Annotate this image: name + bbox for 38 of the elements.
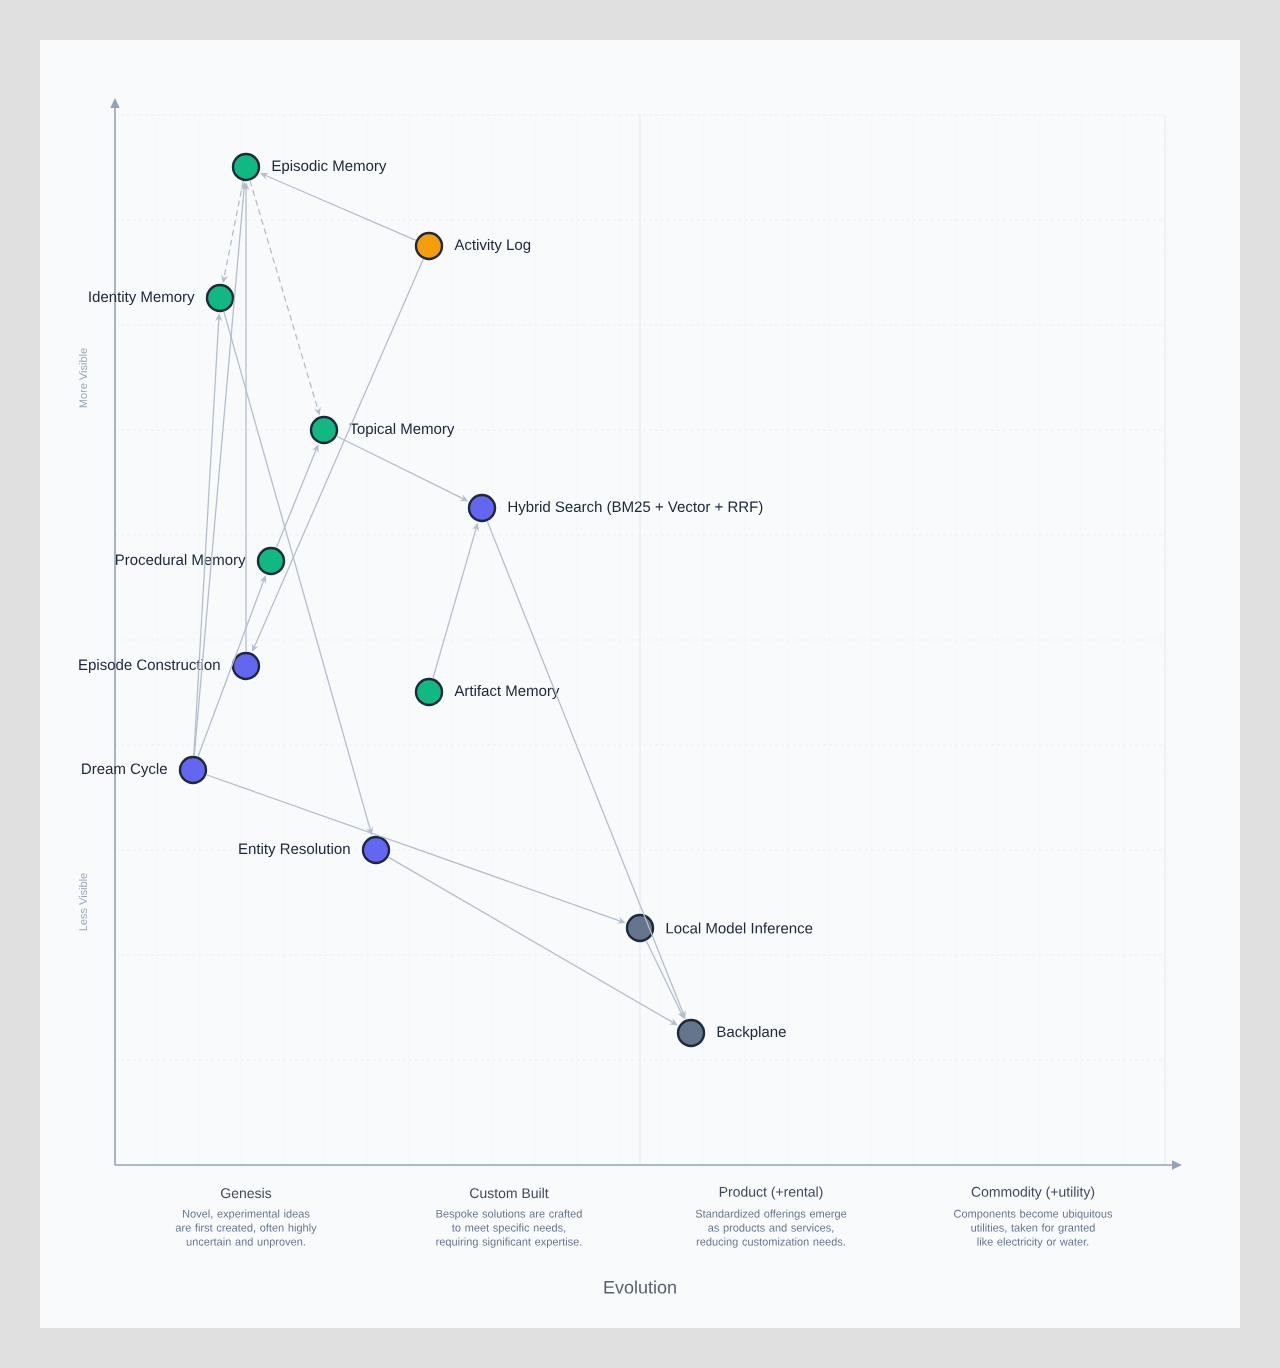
arrow: [486, 520, 686, 1019]
arrow: [387, 856, 678, 1026]
axis-label: More Visible: [78, 348, 88, 408]
node-label: Hybrid Search (BM25 + Vector + RRF): [508, 501, 763, 515]
node-label: Local Model Inference: [666, 922, 813, 934]
stage-description: Components become ubiquitous utilities, taken for granted like electricity or water.: [954, 1209, 1113, 1248]
node-label: Entity Resolution: [239, 843, 350, 857]
axis-title: Evolution: [604, 1280, 676, 1294]
component-node: Hybrid Search (BM25 + Vector + RRF): [467, 493, 763, 523]
stage-heading: Genesis: [221, 1187, 272, 1199]
node-label: Dream Cycle: [82, 763, 167, 777]
component-node: Backplane: [676, 1018, 786, 1048]
component-node: Topical Memory: [309, 415, 455, 445]
stage-description: Novel, experimental ideas are first created, often highly uncertain and unproven.: [175, 1209, 317, 1248]
component-node: Episode Construction: [79, 651, 261, 681]
component-node: Entity Resolution: [239, 835, 391, 865]
component-node: Identity Memory: [89, 283, 235, 313]
node-label: Procedural Memory: [115, 554, 246, 568]
component-node: Artifact Memory: [414, 677, 560, 707]
node-label: Backplane: [717, 1026, 786, 1040]
stage-heading: Product (+rental): [719, 1186, 823, 1200]
stage-heading: Commodity (+utility): [971, 1186, 1095, 1200]
node-label: Topical Memory: [349, 423, 455, 437]
node-label: Activity Log: [454, 239, 531, 253]
component-node: Dream Cycle: [82, 755, 208, 785]
node-label: Identity Memory: [89, 291, 195, 305]
stage-description: Bespoke solutions are crafted to meet specific needs, requiring significant expertise.: [436, 1209, 582, 1248]
component-node: Episodic Memory: [231, 152, 387, 182]
component-node: Procedural Memory: [115, 546, 286, 576]
node-label: Episode Construction: [79, 659, 220, 673]
axis-label: Less Visible: [78, 873, 88, 931]
stage-heading: Custom Built: [470, 1187, 549, 1199]
arrow: [275, 444, 319, 549]
stage-description: Standardized offerings emerge as products and services, reducing customization needs.: [695, 1209, 847, 1248]
node-label: Episodic Memory: [272, 160, 387, 174]
component-node: Activity Log: [414, 231, 531, 261]
component-node: Local Model Inference: [625, 913, 813, 943]
node-label: Artifact Memory: [454, 685, 560, 699]
